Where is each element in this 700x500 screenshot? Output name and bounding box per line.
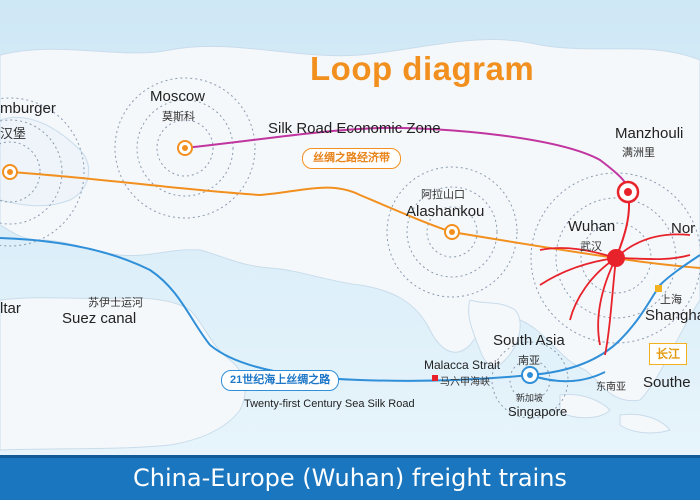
africa-landmass <box>0 297 246 451</box>
suez-label: Suez canal <box>62 310 137 327</box>
gibraltar-label: ltar <box>0 300 21 317</box>
hamburg-label: mburger <box>0 100 56 117</box>
wuhan-label-zh: 武汉 <box>580 241 602 253</box>
hamburg-label-zh: 汉堡 <box>0 126 27 141</box>
shanghai-marker <box>655 285 662 292</box>
india-landmass <box>468 299 521 367</box>
malacca-marker <box>432 375 438 381</box>
yangtze-tag: 长江 <box>649 343 688 365</box>
moscow-label: Moscow <box>150 88 206 105</box>
singapore-label-zh: 新加坡 <box>516 393 544 403</box>
south-asia-label: South Asia <box>493 332 565 349</box>
route-map <box>0 0 700 455</box>
moscow-label-zh: 莫斯科 <box>162 111 195 123</box>
wuhan-hub-marker <box>607 249 625 267</box>
north-asia-label: Nor <box>671 220 696 237</box>
page-title: Loop diagram <box>310 50 535 87</box>
manzhouli-label: Manzhouli <box>615 125 684 142</box>
malacca-label: Malacca Strait <box>424 358 501 372</box>
sea-route-line <box>0 237 700 382</box>
southeast-asia-label-zh: 东南亚 <box>596 382 626 393</box>
shanghai-label: Shangha <box>645 307 700 324</box>
footer-banner: China-Europe (Wuhan) freight trains <box>0 455 700 500</box>
south-asia-label-zh: 南亚 <box>518 355 540 367</box>
shanghai-label-zh: 上海 <box>660 294 682 306</box>
singapore-label: Singapore <box>508 404 568 419</box>
north-route-line <box>184 126 630 193</box>
europe-landmass <box>0 116 90 207</box>
malacca-label-zh: 马六甲海峡 <box>440 377 490 388</box>
southeast-asia-label: Southe <box>643 374 691 391</box>
sea-silk-road-tag: 21世纪海上丝绸之路 <box>221 370 340 391</box>
alashankou-label: Alashankou <box>406 203 485 220</box>
silk-road-tag: 丝绸之路经济带 <box>302 148 401 169</box>
suez-label-zh: 苏伊士运河 <box>88 297 143 309</box>
manzhouli-label-zh: 满洲里 <box>622 147 655 159</box>
sea-islands <box>559 393 671 434</box>
eurasia-landmass <box>0 39 700 402</box>
alashankou-label-zh: 阿拉山口 <box>421 189 465 201</box>
footer-title: China-Europe (Wuhan) freight trains <box>133 464 567 492</box>
hub-markers <box>2 140 662 384</box>
silk-road-label: Silk Road Economic Zone <box>268 120 441 137</box>
wuhan-label: Wuhan <box>568 218 616 235</box>
hub-rings <box>0 77 700 419</box>
sea-silk-road-label: Twenty-first Century Sea Silk Road <box>244 398 415 410</box>
